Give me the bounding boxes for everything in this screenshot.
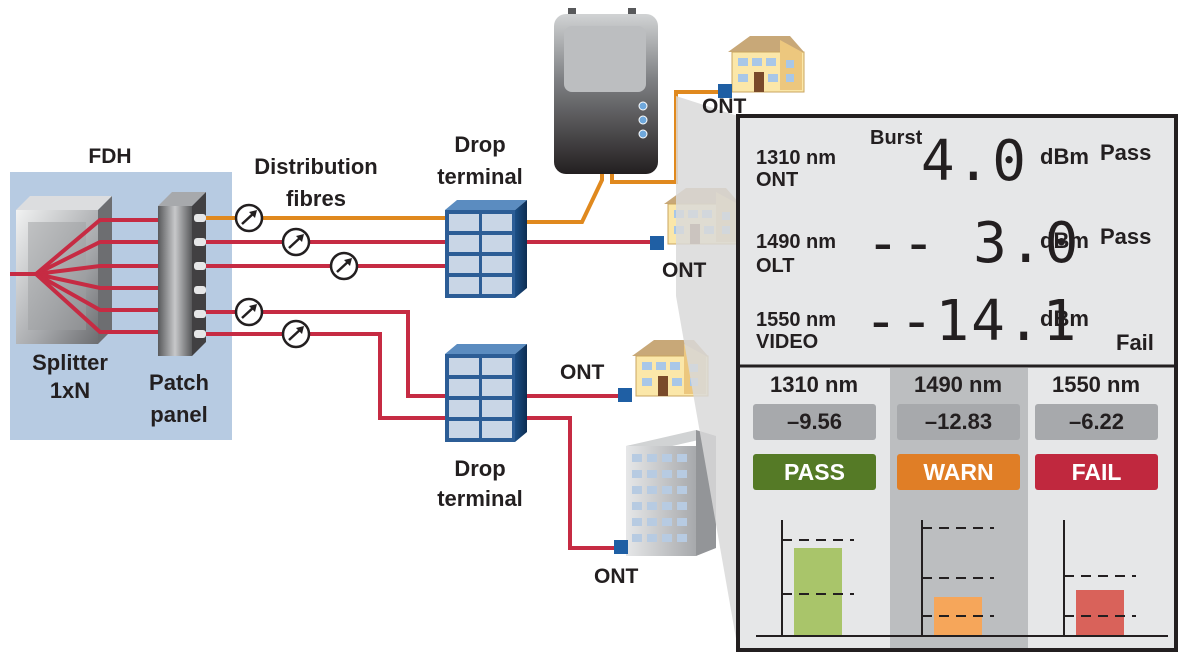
row-1490-status: Pass: [1100, 224, 1152, 249]
row-1310-wavelength: 1310 nm: [756, 147, 837, 169]
patch-panel: [158, 192, 206, 356]
ont-device: [718, 84, 732, 98]
burst-label: Burst: [870, 127, 923, 149]
drop-terminal-bottom-icon: [445, 344, 527, 442]
ont-device: [614, 540, 628, 554]
row-1310-status: Pass: [1100, 140, 1152, 165]
level-bar: [1076, 590, 1124, 636]
fdh-label: FDH: [88, 145, 132, 168]
col-1550-label: 1550 nm: [1051, 372, 1141, 397]
ont-label-mid: ONT: [662, 259, 707, 282]
fail-badge: FAIL: [1035, 454, 1158, 490]
ont-label-bottom: ONT: [594, 565, 639, 588]
drop-terminal-bottom-label-2: terminal: [437, 486, 523, 511]
handheld-meter-icon: [554, 8, 658, 174]
drop-terminal-bottom-label: Drop: [454, 456, 506, 481]
row-1550-wavelength: 1550 nm: [756, 309, 837, 331]
power-meter-icon: [281, 227, 311, 257]
ont-label-low: ONT: [560, 361, 605, 384]
level-bar: [794, 548, 842, 636]
col-1490-reading: –12.83: [897, 404, 1020, 440]
distribution-label-2: fibres: [286, 186, 346, 211]
drop-terminal-top-label: Drop: [454, 132, 506, 157]
row-1550-status: Fail: [1116, 330, 1154, 355]
patch-panel-label-2: panel: [150, 402, 208, 427]
row-1550-unit: dBm: [1040, 306, 1089, 331]
row-1310-source: ONT: [756, 169, 799, 191]
drop-terminal-top-label-2: terminal: [437, 164, 523, 189]
row-1550-source: VIDEO: [756, 331, 819, 353]
col-1310-label: 1310 nm: [769, 372, 859, 397]
house-icon: [727, 35, 805, 93]
power-meter-icon: [234, 297, 264, 327]
col-1550-reading: –6.22: [1035, 404, 1158, 440]
row-1490-value: -- 3.0: [866, 211, 1081, 276]
splitter-fibres: [10, 218, 160, 334]
distribution-label: Distribution: [254, 154, 378, 179]
ont-label-top: ONT: [702, 95, 747, 118]
apartment-building-icon: [626, 430, 716, 556]
distribution-fibres: [206, 90, 724, 550]
splitter-ratio-label: 1xN: [49, 378, 91, 403]
row-1550-value: --14.1: [864, 289, 1079, 354]
row-1490-unit: dBm: [1040, 228, 1089, 253]
col-1310-reading: –9.56: [753, 404, 876, 440]
warn-badge: WARN: [897, 454, 1020, 490]
splitter-label: Splitter: [32, 350, 108, 375]
col-1490-label: 1490 nm: [913, 372, 1003, 397]
level-bars: [756, 520, 1168, 637]
pass-badge: PASS: [753, 454, 876, 490]
ont-device: [650, 236, 664, 250]
patch-panel-label: Patch: [149, 370, 209, 395]
row-1490-source: OLT: [756, 255, 795, 277]
zoom-callout: [676, 96, 738, 650]
drop-terminal-top-icon: [445, 200, 527, 298]
ont-device: [618, 388, 632, 402]
row-1310-unit: dBm: [1040, 144, 1089, 169]
row-1490-wavelength: 1490 nm: [756, 231, 837, 253]
row-1310-value: 4.0: [920, 129, 1028, 194]
power-meter-icon: [329, 251, 359, 281]
power-meter-icon: [281, 319, 311, 349]
